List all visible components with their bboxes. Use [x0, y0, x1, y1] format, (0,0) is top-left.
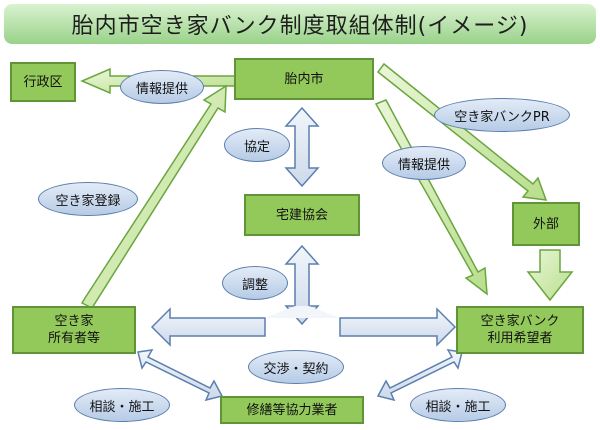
label-kyotei: 協定	[224, 128, 290, 162]
node-takken: 宅建協会	[244, 194, 360, 236]
node-tainaishi: 胎内市	[234, 58, 374, 100]
page-title: 胎内市空き家バンク制度取組体制(イメージ)	[71, 14, 529, 39]
node-takken-label: 宅建協会	[275, 207, 328, 223]
title-banner: 胎内市空き家バンク制度取組体制(イメージ)	[4, 4, 596, 44]
label-registration: 空き家登録	[38, 182, 138, 216]
arrow-center-user	[339, 307, 457, 347]
arrow-center-joint	[265, 306, 340, 318]
node-gyoseiku: 行政区	[10, 62, 76, 102]
node-gyoseiku-label: 行政区	[23, 74, 63, 90]
label-info-gyoseiku: 情報提供	[120, 70, 204, 104]
node-gaibu-label: 外部	[532, 216, 559, 232]
node-user: 空き家バンク 利用希望者	[456, 306, 584, 354]
label-consult-right: 相談・施工	[410, 388, 506, 422]
label-info-user: 情報提供	[382, 146, 466, 180]
node-owner-label: 空き家 所有者等	[47, 314, 100, 346]
label-kosho: 交渉・契約	[248, 350, 344, 384]
label-pr: 空き家バンクPR	[434, 98, 570, 132]
node-owner: 空き家 所有者等	[12, 306, 136, 354]
label-consult-left: 相談・施工	[74, 388, 170, 422]
node-contractor-label: 修繕等協力業者	[246, 402, 338, 418]
arrow-city-to-gaibu	[376, 62, 548, 201]
arrow-owner-center	[150, 307, 266, 347]
node-gaibu: 外部	[512, 202, 580, 246]
node-tainaishi-label: 胎内市	[284, 71, 324, 87]
arrow-user-contractor	[376, 349, 463, 402]
arrow-gaibu-to-user	[526, 249, 574, 302]
node-user-label: 空き家バンク 利用希望者	[480, 314, 560, 346]
arrow-city-takken	[284, 106, 320, 188]
label-chosei: 調整	[222, 266, 288, 300]
node-contractor: 修繕等協力業者	[220, 396, 364, 424]
arrow-owner-to-city	[80, 84, 227, 309]
arrow-takken-center	[284, 244, 320, 326]
